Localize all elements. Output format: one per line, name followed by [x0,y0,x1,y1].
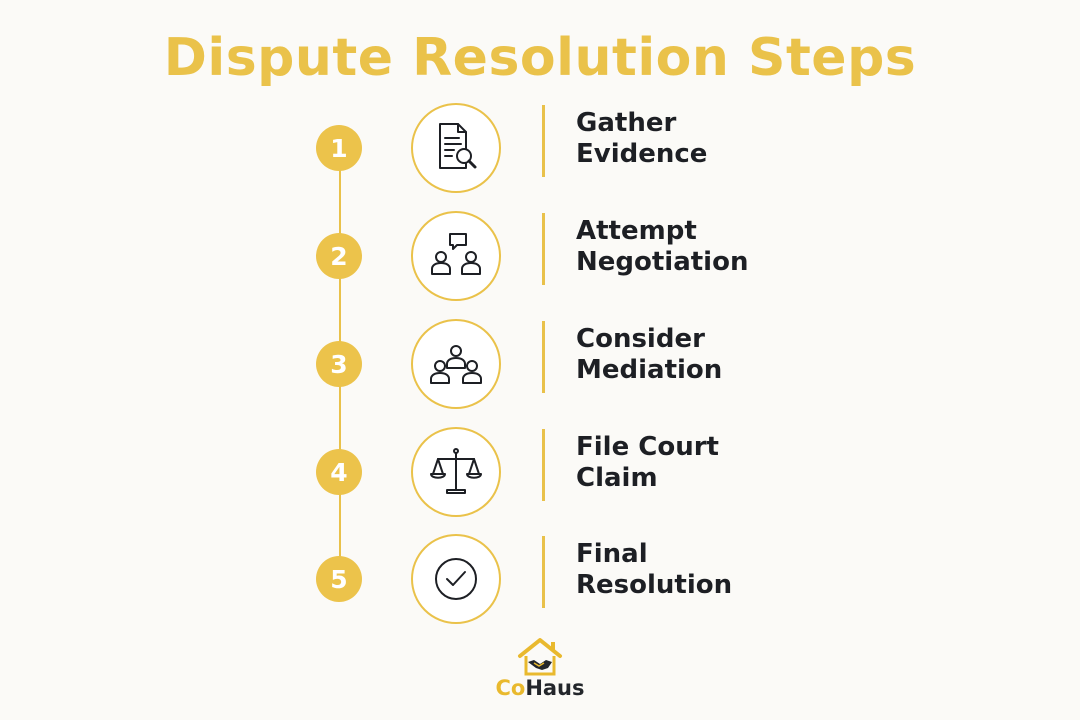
step-number: 5 [316,556,362,602]
document-search-icon [411,103,501,193]
step-4: 4 File Court Claim [0,426,1080,518]
page-title: Dispute Resolution Steps [163,28,917,88]
two-people-chat-icon [411,211,501,301]
check-circle-icon [411,534,501,624]
brand-name: CoHaus [495,676,585,700]
group-mediation-icon [411,319,501,409]
step-2: 2 Attempt Negotiation [0,210,1080,302]
step-number: 2 [316,233,362,279]
step-label: File Court Claim [576,432,719,493]
step-label: Attempt Negotiation [576,216,749,277]
step-divider [542,105,545,177]
step-number: 1 [316,125,362,171]
step-label: Consider Mediation [576,324,723,385]
step-divider [542,536,545,608]
step-divider [542,213,545,285]
step-divider [542,429,545,501]
brand-logo: CoHaus [490,636,590,700]
step-label: Final Resolution [576,539,733,600]
step-divider [542,321,545,393]
step-number: 3 [316,341,362,387]
step-1: 1 Gather Evidence [0,102,1080,194]
step-3: 3 Consider Mediation [0,318,1080,410]
step-5: 5 Final Resolution [0,533,1080,625]
step-label: Gather Evidence [576,108,708,169]
scales-of-justice-icon [411,427,501,517]
house-handshake-icon [518,638,562,676]
step-number: 4 [316,449,362,495]
